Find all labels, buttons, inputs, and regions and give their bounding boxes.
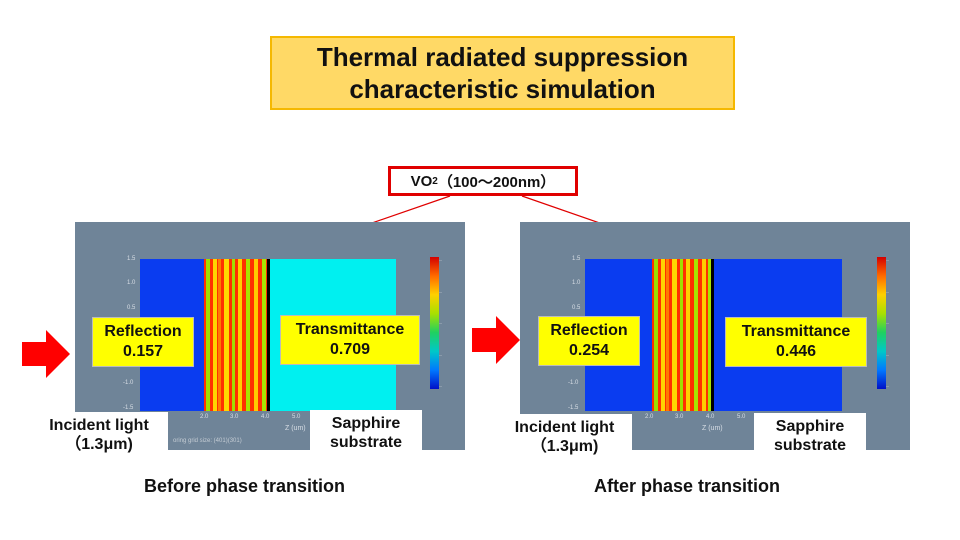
sapphire-label: Sapphire (331, 415, 401, 432)
y-tick: -1.5 (568, 405, 579, 411)
transmittance-value: 0.446 (775, 343, 817, 360)
sapphire-label: Sapphire (775, 418, 845, 435)
transmittance-label: Transmittance (741, 323, 851, 340)
vo2-subscript: 2 (432, 175, 438, 187)
y-tick: 0.5 (572, 305, 581, 311)
x-tick: 5.0 (737, 414, 746, 420)
y-tick: 1.0 (127, 280, 136, 286)
y-tick: -1.0 (568, 380, 579, 386)
x-tick: 5.0 (292, 414, 301, 420)
reflection-box-after: Reflection 0.254 (538, 316, 640, 366)
y-tick: 1.5 (127, 256, 136, 262)
x-tick: 2.0 (200, 414, 209, 420)
transmittance-box-after: Transmittance 0.446 (725, 317, 867, 367)
incident-wavelength: （1.3μm) (65, 436, 133, 453)
incident-wavelength: （1.3μm) (530, 438, 599, 455)
y-tick: 1.5 (572, 256, 581, 262)
reflection-label: Reflection (550, 322, 628, 339)
vo2-boundary (711, 259, 714, 411)
incident-arrow-after (472, 316, 520, 364)
incident-light-label: Incident light (514, 419, 615, 436)
colorbar (430, 257, 439, 389)
title-line-2: characteristic simulation (349, 74, 656, 104)
vo2-thickness: （100～200nm） (437, 173, 556, 191)
caption-after: After phase transition (594, 476, 781, 496)
incident-arrow-before (22, 330, 70, 378)
title-box: Thermal radiated suppression characteris… (270, 36, 735, 110)
x-tick: 3.0 (230, 414, 239, 420)
transmittance-label: Transmittance (295, 321, 405, 338)
sapphire-box-after: Sapphire substrate (754, 413, 866, 459)
y-tick: 0.5 (127, 305, 136, 311)
title-line-1: Thermal radiated suppression (316, 42, 689, 72)
y-tick: -1.0 (123, 380, 134, 386)
reflection-value: 0.157 (122, 343, 164, 360)
transmittance-box-before: Transmittance 0.709 (280, 315, 420, 365)
reflection-value: 0.254 (568, 342, 610, 359)
incident-light-box-before: Incident light （1.3μm) (30, 412, 168, 458)
vo2-layer-stripes (652, 259, 712, 411)
y-tick: -1.5 (123, 405, 134, 411)
z-axis-label: Z (um) (702, 425, 723, 432)
vo2-boundary (267, 259, 270, 411)
grid-size-note: oring grid size: (401)(301) (173, 438, 242, 444)
reflection-label: Reflection (104, 323, 182, 340)
z-axis-label: Z (um) (285, 425, 306, 432)
x-tick: 4.0 (706, 414, 715, 420)
x-tick: 4.0 (261, 414, 270, 420)
colorbar (877, 257, 886, 389)
substrate-label: substrate (773, 437, 847, 454)
vo2-prefix: VO (410, 172, 433, 190)
transmittance-value: 0.709 (329, 341, 371, 358)
incident-light-box-after: Incident light （1.3μm) (497, 414, 632, 460)
reflection-box-before: Reflection 0.157 (92, 317, 194, 367)
vo2-layer-stripes (204, 259, 268, 411)
x-tick: 3.0 (675, 414, 684, 420)
y-tick: 1.0 (572, 280, 581, 286)
x-tick: 2.0 (645, 414, 654, 420)
caption-before: Before phase transition (144, 476, 346, 496)
substrate-label: substrate (329, 434, 403, 451)
incident-light-label: Incident light (49, 417, 149, 434)
sapphire-box-before: Sapphire substrate (310, 410, 422, 456)
